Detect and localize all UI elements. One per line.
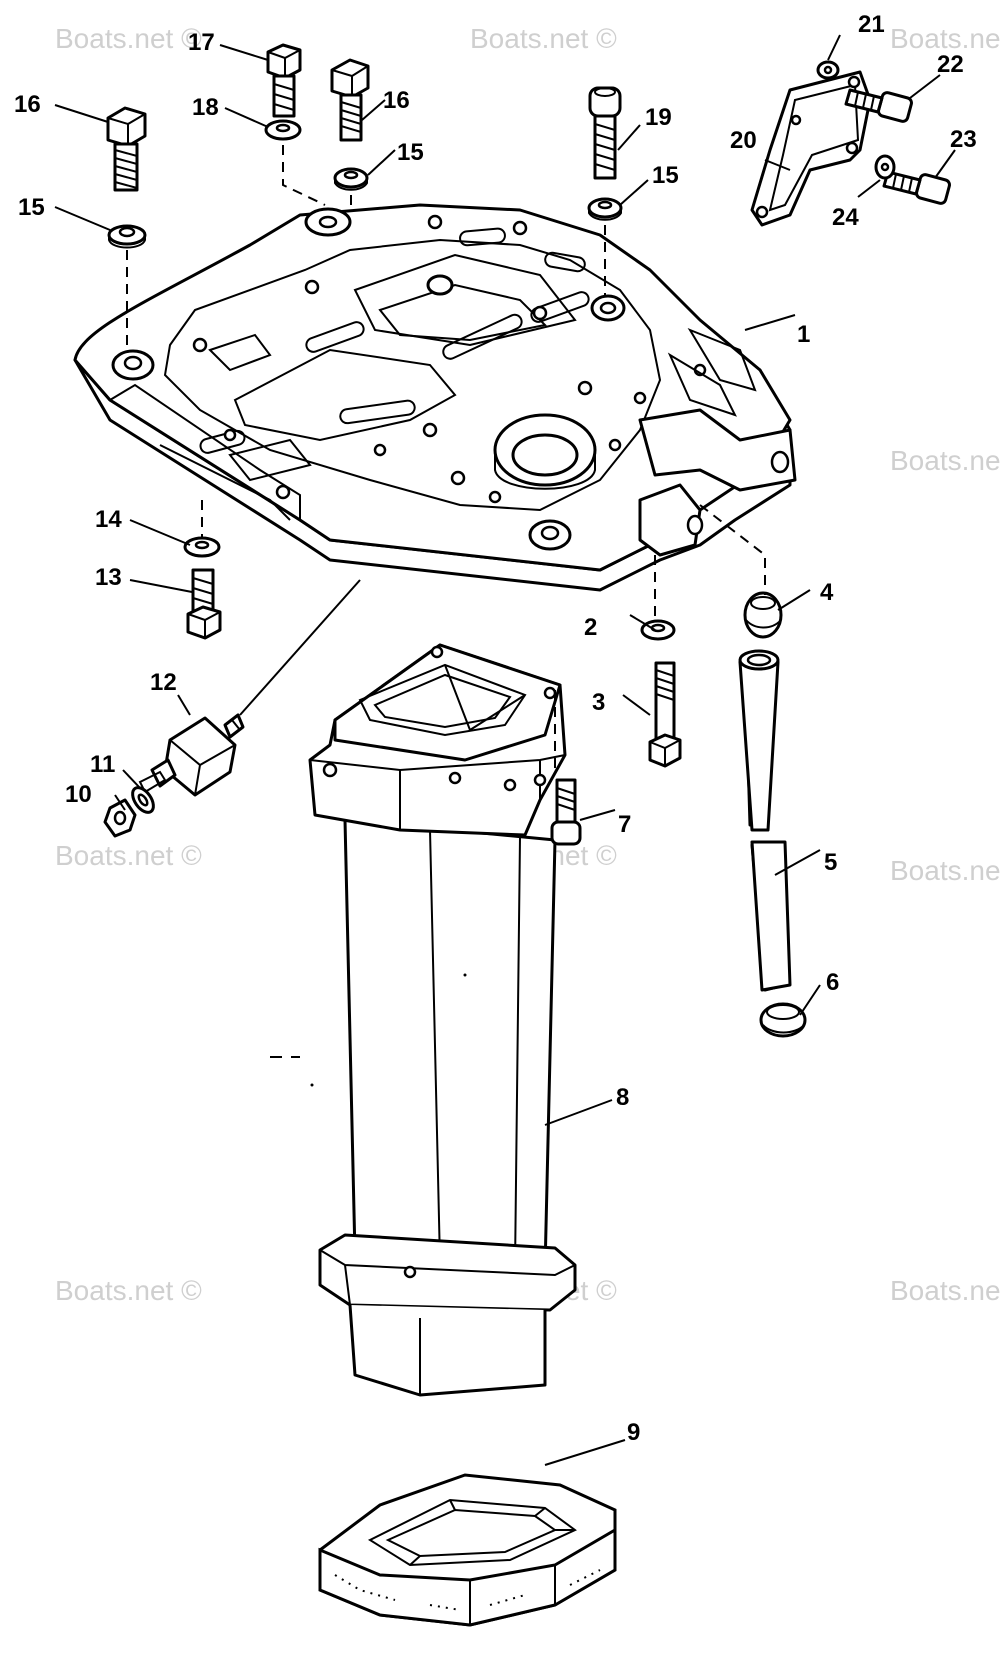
bolt [186,568,222,640]
callout-3: 3 [592,689,605,716]
callout-16: 16 [383,87,410,114]
callout-21: 21 [858,11,885,38]
foam-seal [318,1473,617,1627]
grommet [743,591,783,639]
lock-washer [264,119,302,141]
callout-8: 8 [616,1084,629,1111]
washer [874,154,896,180]
watermark: Boats.net © [890,855,1000,886]
watermark: Boats.net © [55,23,202,54]
driveshaft-housing [308,643,577,1397]
callout-13: 13 [95,564,122,591]
callout-7: 7 [618,811,631,838]
washer [587,197,623,221]
water-tube [738,649,792,992]
rubber-mount [138,713,245,797]
bracket-bolt [882,170,951,205]
callout-5: 5 [824,849,837,876]
bolt [266,43,302,118]
callout-18: 18 [192,94,219,121]
callout-1: 1 [797,321,810,348]
callout-9: 9 [627,1419,640,1446]
callout-17: 17 [188,29,215,56]
watermark: Boats.net © [55,840,202,871]
callout-10: 10 [65,781,92,808]
callout-12: 12 [150,669,177,696]
callout-4: 4 [820,579,834,606]
washer [183,536,221,558]
socket-screw [588,86,622,180]
callout-2: 2 [584,614,597,641]
washer [333,167,369,191]
washer [816,60,840,80]
washer [107,224,147,249]
callout-24: 24 [832,204,859,231]
bolt [106,106,147,192]
callout-15: 15 [18,194,45,221]
watermark: Boats.net © [890,1275,1000,1306]
callout-6: 6 [826,969,839,996]
bracket-bolt [844,88,913,123]
callout-19: 19 [645,104,672,131]
leader-lines [54,34,956,1466]
washer [131,786,155,814]
socket-screw [550,778,582,846]
callout-20: 20 [730,127,757,154]
callout-15: 15 [652,162,679,189]
bolt [330,58,370,142]
watermark: Boats.net © [890,445,1000,476]
callout-23: 23 [950,126,977,153]
watermark: Boats.net © [55,1275,202,1306]
watermark: Boats.net © [470,23,617,54]
watermark: Boats.net © [890,23,1000,54]
nut [103,798,137,838]
bolt [648,661,682,768]
callout-14: 14 [95,506,122,533]
callout-labels: 1 2 3 4 5 6 7 8 9 10 11 12 13 14 15 15 1… [14,11,977,1446]
callout-16: 16 [14,91,41,118]
callout-11: 11 [90,751,115,778]
callout-22: 22 [937,51,964,78]
washer [640,619,676,641]
callout-15: 15 [397,139,424,166]
adapter-plate [73,203,797,592]
grommet [759,1002,807,1038]
